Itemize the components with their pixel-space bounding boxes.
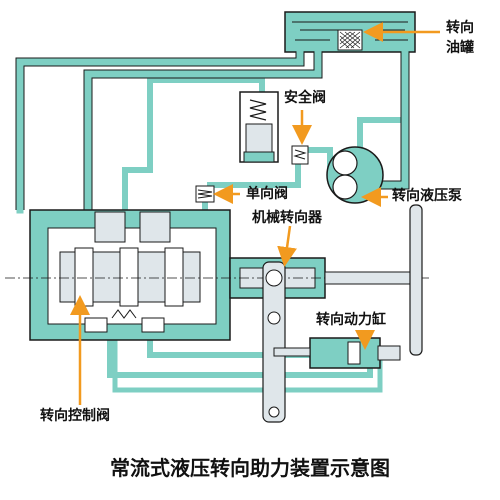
- diagram-caption: 常流式液压转向助力装置示意图: [110, 456, 390, 480]
- relief-valve-small: [291, 145, 309, 165]
- steering-gear-leader: [277, 225, 297, 267]
- leader-arrows: [70, 22, 440, 405]
- safety-valve-label: 安全阀: [284, 90, 326, 106]
- steering-gear-label: 机械转向器: [252, 210, 322, 226]
- control-valve-body: [29, 209, 231, 341]
- check-valve-label: 单向阀: [246, 186, 288, 202]
- check-valve: [195, 185, 215, 203]
- steering-wheel: [324, 204, 423, 356]
- power-cylinder-label: 转向动力缸: [316, 312, 386, 328]
- hydraulic-pump: [326, 146, 384, 204]
- pump-label: 转向液压泵: [392, 188, 462, 204]
- tank-filter-icon: [337, 29, 363, 51]
- pipe-outlines: [15, 52, 410, 210]
- safety-valve: [239, 91, 279, 163]
- control-valve-label: 转向控制阀: [40, 408, 110, 424]
- tank-label: 转向 油罐: [446, 20, 474, 56]
